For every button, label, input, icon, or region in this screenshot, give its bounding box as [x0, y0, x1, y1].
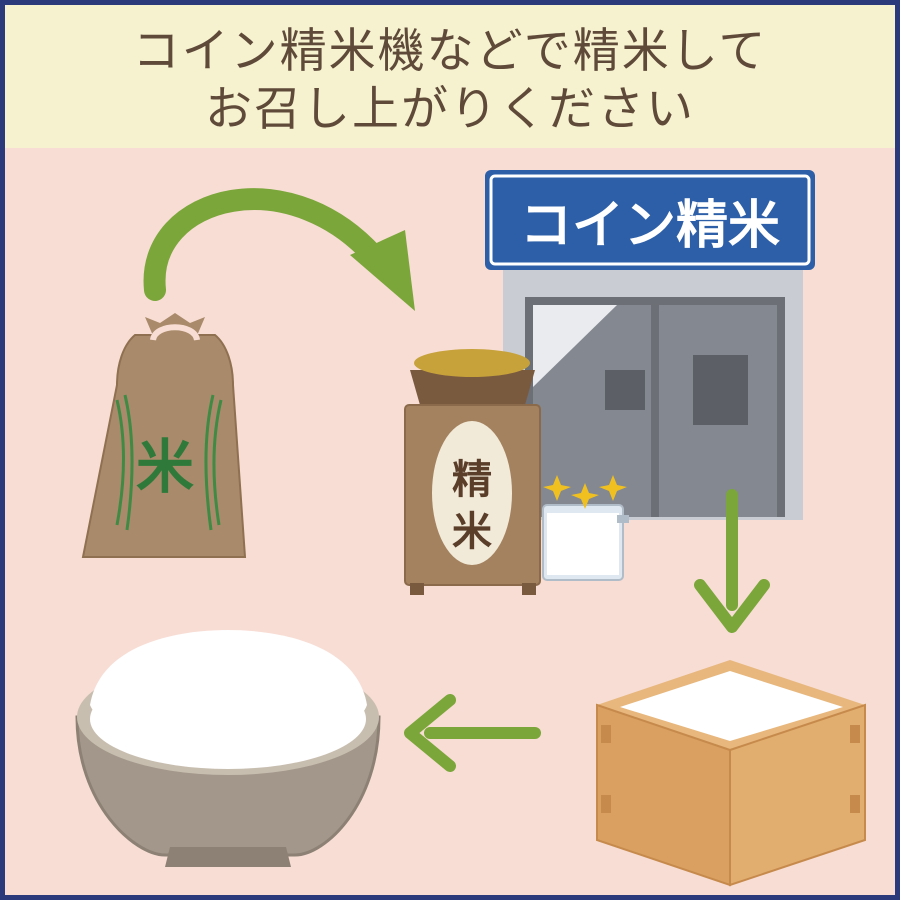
down-arrow-icon [694, 489, 770, 633]
rice-bag-icon: 米 [81, 313, 247, 558]
title-line-1: コイン精米機などで精米して [132, 24, 768, 79]
left-arrow-icon [404, 694, 541, 772]
page-title: コイン精米機などで精米して お召し上がりください [5, 23, 895, 139]
shop-sign-label: コイン精米 [520, 196, 780, 256]
title-banner [5, 5, 895, 148]
masu-rice-box-icon [596, 660, 866, 887]
rice-polisher-icon: 精 米 [404, 349, 629, 595]
process-illustration: 米 コイン精米 精 米 [75, 170, 866, 887]
rice-bowl-icon [75, 630, 381, 867]
coin-rice-shop-icon: コイン精米 [485, 170, 815, 520]
rice-bag-label: 米 [136, 433, 194, 501]
title-line-2: お召し上がりください [205, 82, 695, 137]
polisher-label-top: 精 [452, 457, 492, 503]
curved-arrow-icon [143, 188, 415, 311]
polisher-label-bottom: 米 [452, 509, 492, 555]
